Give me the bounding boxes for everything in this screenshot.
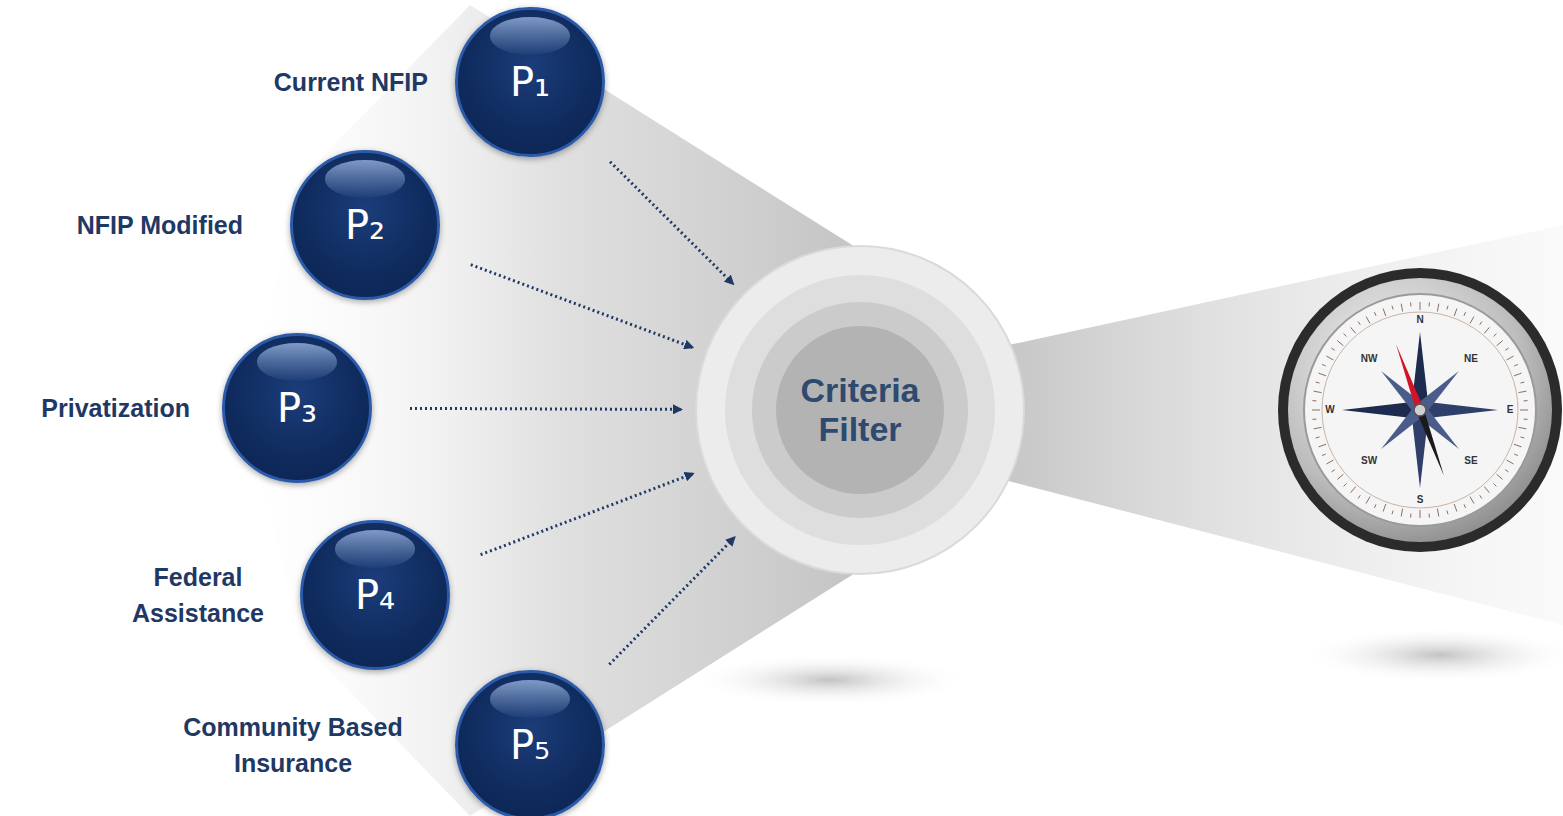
gloss-highlight bbox=[490, 680, 571, 717]
filter-shadow bbox=[690, 654, 970, 706]
criteria-filter-circle: Criteria Filter bbox=[695, 245, 1025, 575]
compass-direction: SE bbox=[1464, 456, 1477, 466]
option-code: P₃ bbox=[225, 388, 369, 428]
gloss-highlight bbox=[335, 530, 416, 567]
compass-direction: NW bbox=[1361, 354, 1378, 364]
option-code: P₁ bbox=[458, 62, 602, 102]
gloss-highlight bbox=[325, 160, 406, 197]
policy-circle: Current NFIPP₁ bbox=[455, 7, 605, 157]
option-code: P₂ bbox=[293, 205, 437, 245]
gloss-highlight bbox=[257, 343, 338, 380]
option-code: P₄ bbox=[303, 575, 447, 615]
compass-direction: SW bbox=[1361, 456, 1377, 466]
policy-circle: Community Based InsuranceP₅ bbox=[455, 670, 605, 816]
dotted-arrow bbox=[609, 538, 734, 665]
option-label: Federal Assistance bbox=[123, 559, 273, 632]
gloss-highlight bbox=[490, 17, 571, 54]
compass-direction: W bbox=[1325, 405, 1334, 415]
compass-direction: E bbox=[1507, 405, 1514, 415]
compass-illustration bbox=[1278, 268, 1562, 552]
policy-circle: PrivatizationP₃ bbox=[222, 333, 372, 483]
dotted-arrow bbox=[610, 162, 733, 284]
policy-circle: NFIP ModifiedP₂ bbox=[290, 150, 440, 300]
filter-label: Criteria Filter bbox=[785, 371, 935, 449]
compass-direction: NE bbox=[1464, 354, 1478, 364]
compass-direction: N bbox=[1416, 315, 1423, 325]
option-label: NFIP Modified bbox=[77, 207, 243, 243]
option-label: Privatization bbox=[41, 390, 190, 426]
option-code: P₅ bbox=[458, 725, 602, 765]
option-label: Community Based Insurance bbox=[148, 709, 438, 782]
policy-circle: Federal AssistanceP₄ bbox=[300, 520, 450, 670]
option-label: Current NFIP bbox=[274, 64, 428, 100]
compass-direction: S bbox=[1417, 495, 1424, 505]
compass-shadow bbox=[1300, 627, 1563, 683]
dotted-arrow bbox=[481, 474, 693, 555]
dotted-arrow bbox=[410, 408, 681, 409]
dotted-arrow bbox=[471, 265, 693, 348]
